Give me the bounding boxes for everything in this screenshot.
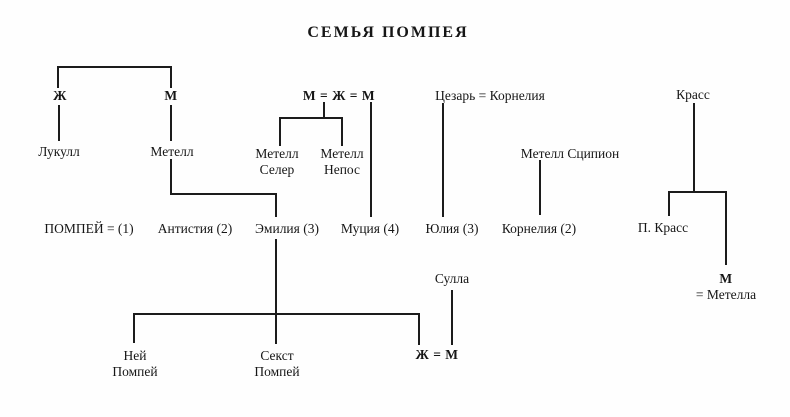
connector-bracket-seler	[279, 117, 281, 146]
wife-julia: Юлия (3)	[425, 221, 479, 236]
connector-mid-bracket	[279, 117, 343, 119]
connector-marriage-stub	[323, 102, 325, 119]
connector-sulla-m	[451, 290, 453, 345]
person-ney-pompey-line1: Ней	[123, 348, 147, 363]
connector-caesar-julia	[442, 103, 444, 217]
person-metell: Метелл	[150, 144, 194, 159]
person-p-krass: П. Красс	[637, 220, 689, 235]
connector-left-bracket-leg-zh	[57, 66, 59, 88]
connector-scipion-cornelia	[539, 160, 541, 215]
marker-metella-husband: М	[719, 271, 733, 286]
person-metell-scipion: Метелл Сципион	[520, 146, 620, 161]
diagram-title: СЕМЬЯ ПОМПЕЯ	[307, 24, 469, 41]
connector-emilia-children	[275, 239, 277, 344]
wife-antistia: Антистия (2)	[157, 221, 233, 236]
connector-children-bracket	[133, 313, 420, 315]
person-pompey: ПОМПЕЙ = (1)	[44, 221, 134, 236]
person-sekst-pompey-line2: Помпей	[254, 363, 300, 379]
person-metell-seler: Метелл Селер	[255, 146, 298, 178]
connector-bracket-ney	[133, 313, 135, 343]
wife-emilia: Эмилия (3)	[255, 221, 319, 236]
connector-m-mucia	[370, 102, 372, 217]
person-sekst-pompey: Секст Помпей	[254, 348, 299, 380]
connector-m-metell	[170, 105, 172, 141]
person-krass: Красс	[676, 87, 710, 102]
marker-sulla-marriage: Ж = М	[415, 347, 459, 362]
person-metell-nepos-line1: Метелл	[320, 146, 364, 161]
person-lukull: Лукулл	[38, 144, 80, 159]
connector-bracket-pkrass	[668, 191, 670, 216]
person-metell-nepos-line2: Непос	[323, 161, 361, 177]
person-ney-pompey-line2: Помпей	[112, 363, 158, 379]
connector-bracket-zh	[418, 313, 420, 345]
connector-left-bracket-top	[57, 66, 172, 68]
person-sekst-pompey-line1: Секст	[260, 348, 294, 363]
connector-elbow-emilia	[275, 193, 277, 217]
wife-mucia: Муция (4)	[340, 221, 400, 236]
person-metell-seler-line2: Селер	[259, 161, 295, 177]
marker-husband-left: М	[164, 88, 178, 103]
person-metell-nepos: Метелл Непос	[320, 146, 363, 178]
connector-zh-lukull	[58, 105, 60, 141]
connector-metell-elbow	[170, 193, 277, 195]
connector-metell-down	[170, 159, 172, 195]
person-metell-seler-line1: Метелл	[255, 146, 299, 161]
person-metella: = Метелла	[695, 287, 757, 302]
person-sulla: Сулла	[434, 271, 470, 286]
marker-triple-marriage: М = Ж = М	[302, 88, 376, 103]
person-ney-pompey: Ней Помпей	[112, 348, 157, 380]
connector-bracket-nepos	[341, 117, 343, 146]
connector-krass-bracket	[668, 191, 727, 193]
person-caesar-cornelia: Цезарь = Корнелия	[435, 88, 545, 103]
marker-wife-left: Ж	[53, 88, 67, 103]
connector-bracket-metella-m	[725, 191, 727, 265]
wife-cornelia: Корнелия (2)	[501, 221, 577, 236]
connector-left-bracket-leg-m	[170, 66, 172, 88]
connector-krass-down	[693, 103, 695, 193]
